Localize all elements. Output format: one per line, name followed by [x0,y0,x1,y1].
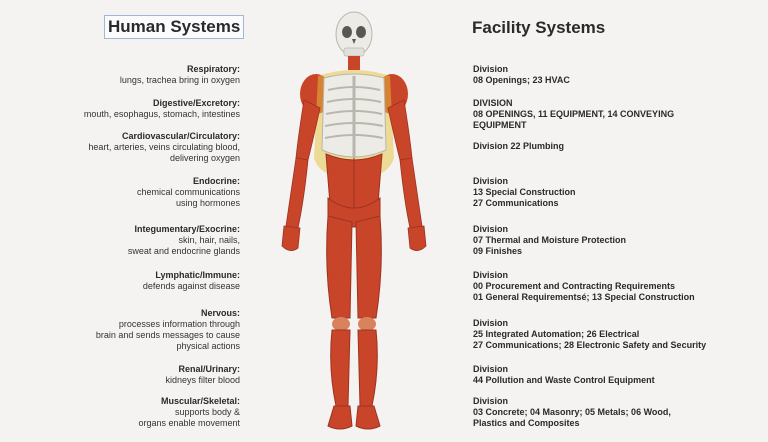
division-line: 03 Concrete; 04 Masonry; 05 Metals; 06 W… [473,407,671,417]
division-line: 09 Finishes [473,246,523,256]
left-forearm [285,157,309,229]
human-anatomy-figure [281,11,427,430]
human-system-integumentary: Integumentary/Exocrine: skin, hair, nail… [40,224,240,257]
human-system-lymphatic: Lymphatic/Immune: defends against diseas… [40,270,240,292]
human-system-digestive: Digestive/Excretory: mouth, esophagus, s… [40,98,240,120]
left-foot [327,405,353,430]
right-lower-leg [357,329,378,407]
human-system-renal: Renal/Urinary: kidneys filter blood [40,364,240,386]
left-hand [281,225,301,251]
system-desc: using hormones [175,198,240,208]
division-line: Division [473,64,509,74]
system-desc: defends against disease [142,281,240,291]
right-hand [407,225,427,251]
left-thigh [326,215,353,319]
facility-system-respiratory: Division 08 Openings; 23 HVAC [473,64,753,86]
system-desc: physical actions [176,341,240,351]
division-line: DIVISION [473,98,513,108]
system-desc: heart, arteries, veins circulating blood… [88,142,240,152]
right-foot [355,405,381,430]
division-line: 27 Communications; 28 Electronic Safety … [473,340,707,350]
system-name: Renal/Urinary: [178,364,240,374]
system-desc: organs enable movement [138,418,240,428]
division-line: Division [473,270,509,280]
system-name: Cardiovascular/Circulatory: [121,131,240,141]
right-thigh [355,215,382,319]
division-line: Division [473,224,509,234]
division-line: Division 22 Plumbing [473,141,565,151]
system-desc: skin, hair, nails, [178,235,240,245]
right-forearm [399,157,423,229]
division-line: Division [473,176,509,186]
facility-system-cardiovascular: Division 22 Plumbing [473,141,753,152]
division-line: 25 Integrated Automation; 26 Electrical [473,329,640,339]
left-lower-leg [330,329,351,407]
division-line: Plastics and Composites [473,418,580,428]
facility-system-integumentary: Division 07 Thermal and Moisture Protect… [473,224,753,257]
human-systems-title: Human Systems [104,15,245,39]
system-desc: supports body & [174,407,240,417]
system-desc: mouth, esophagus, stomach, intestines [83,109,240,119]
division-line: 44 Pollution and Waste Control Equipment [473,375,655,385]
facility-system-renal: Division 44 Pollution and Waste Control … [473,364,753,386]
system-desc: processes information through [118,319,240,329]
system-name: Lymphatic/Immune: [155,270,240,280]
skull [335,11,373,57]
division-line: 08 Openings; 23 HVAC [473,75,570,85]
facility-system-nervous: Division 25 Integrated Automation; 26 El… [473,318,753,351]
system-desc: lungs, trachea bring in oxygen [119,75,240,85]
system-desc: chemical communications [136,187,240,197]
facility-system-muscular: Division 03 Concrete; 04 Masonry; 05 Met… [473,396,753,429]
rib-cage [321,73,387,158]
division-line: EQUIPMENT [473,120,527,130]
division-line: 00 Procurement and Contracting Requireme… [473,281,676,291]
system-name: Endocrine: [192,176,240,186]
system-name: Integumentary/Exocrine: [134,224,240,234]
facility-systems-title: Facility Systems [472,18,606,37]
division-line: 07 Thermal and Moisture Protection [473,235,627,245]
human-system-cardiovascular: Cardiovascular/Circulatory: heart, arter… [40,131,240,164]
human-system-endocrine: Endocrine: chemical communications using… [40,176,240,209]
facility-system-endocrine: Division 13 Special Construction 27 Comm… [473,176,753,209]
division-line: 13 Special Construction [473,187,576,197]
system-name: Respiratory: [186,64,240,74]
division-line: Division [473,396,509,406]
division-line: 01 General Requirementsé; 13 Special Con… [473,292,695,302]
division-line: Division [473,364,509,374]
right-knee [358,317,376,331]
system-name: Nervous: [200,308,240,318]
system-desc: sweat and endocrine glands [127,246,240,256]
facility-system-lymphatic: Division 00 Procurement and Contracting … [473,270,753,303]
division-line: Division [473,318,509,328]
human-system-muscular: Muscular/Skeletal: supports body & organ… [40,396,240,429]
system-desc: brain and sends messages to cause [95,330,240,340]
neck [348,56,360,70]
human-system-nervous: Nervous: processes information through b… [40,308,240,352]
system-name: Muscular/Skeletal: [160,396,240,406]
human-system-respiratory: Respiratory: lungs, trachea bring in oxy… [40,64,240,86]
system-desc: kidneys filter blood [165,375,240,385]
system-name: Digestive/Excretory: [152,98,240,108]
division-line: 08 OPENINGS, 11 EQUIPMENT, 14 CONVEYING [473,109,675,119]
system-desc: delivering oxygen [169,153,240,163]
division-line: 27 Communications [473,198,559,208]
facility-system-digestive: DIVISION 08 OPENINGS, 11 EQUIPMENT, 14 C… [473,98,753,131]
left-knee [332,317,350,331]
